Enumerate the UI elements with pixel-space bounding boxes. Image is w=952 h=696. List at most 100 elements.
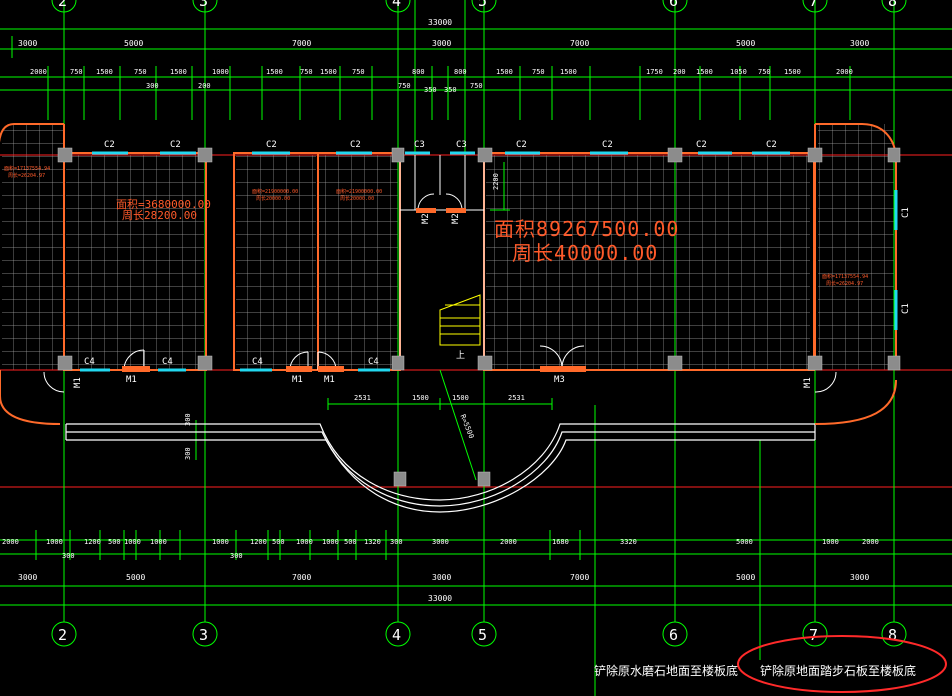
big-perimeter: 周长40000.00	[512, 241, 658, 265]
dim-top-r3-3: 750	[134, 68, 147, 76]
columns	[57, 147, 901, 487]
dim-bot-r1-9: 1000	[296, 538, 313, 546]
dim-bot-r1-19: 1000	[822, 538, 839, 546]
label-m2-b: M2	[451, 213, 461, 224]
dim-bot-r2-6: 3000	[850, 573, 869, 582]
label-c1-b: C1	[901, 303, 911, 314]
big-area: 面积89267500.00	[494, 217, 679, 241]
axis-bubbles-top	[51, 0, 907, 13]
dim-top-r2-0: 3000	[18, 39, 37, 48]
dim-bot-r1-11: 500	[344, 538, 357, 546]
axis-top-3: 3	[199, 0, 208, 10]
dim-top-r3-21: 2000	[836, 68, 853, 76]
label-m1-right: M1	[803, 377, 813, 388]
axis-top-6: 6	[669, 0, 678, 10]
room3-perimeter: 周长20000.00	[340, 195, 374, 202]
dim-bot-r1-8: 500	[272, 538, 285, 546]
dim-top-r2-3: 3000	[432, 39, 451, 48]
dim-top-r3-16: 200	[673, 68, 686, 76]
dim-bot-r2-0: 3000	[18, 573, 37, 582]
dim-top-r4-4: 350	[444, 86, 457, 94]
label-m2-a: M2	[421, 213, 431, 224]
dim-top-r3-15: 1750	[646, 68, 663, 76]
axis-top-4: 4	[392, 0, 401, 10]
dim-bot-r2-2: 7000	[292, 573, 311, 582]
room-big	[486, 155, 810, 370]
dim-top-r3-1: 750	[70, 68, 83, 76]
dim-top-r3-9: 750	[352, 68, 365, 76]
dim-top-r4-0: 300	[146, 82, 159, 90]
axis-top-7: 7	[809, 0, 818, 10]
dim-top-r3-12: 1500	[496, 68, 513, 76]
label-c2-d: C2	[350, 140, 361, 150]
dim-top-side: 2200	[492, 173, 500, 190]
dim-bot-r1-5: 1000	[150, 538, 167, 546]
dim-bot-r1-10: 1000	[322, 538, 339, 546]
dim-bot-r1-15: 2000	[500, 538, 517, 546]
room-2	[236, 155, 316, 370]
axis-bottom-4: 4	[392, 626, 401, 644]
dim-bot-r2-4: 7000	[570, 573, 589, 582]
dim-top-r3-10: 800	[412, 68, 425, 76]
windows	[80, 151, 898, 372]
label-m3: M3	[554, 375, 565, 385]
dim-bot-r2-5: 5000	[736, 573, 755, 582]
dim-top-r3-20: 1500	[784, 68, 801, 76]
dim-top-r4-1: 200	[198, 82, 211, 90]
dim-bot-r1-18: 5000	[736, 538, 753, 546]
dim-mid-0: 2531	[354, 394, 371, 402]
dimension-lines-top	[0, 28, 952, 211]
right-perimeter: 周长=26204.97	[826, 280, 863, 287]
room-right-end	[818, 124, 894, 370]
axis-bottom-7: 7	[809, 626, 818, 644]
stair-up-mark: 上	[456, 350, 465, 361]
dim-top-r3-6: 1500	[266, 68, 283, 76]
dimension-ticks-bottom	[35, 530, 581, 560]
window-labels: C2 C2 C2 C2 C3 C3 C2 C2 C2 C2 C4 C4 C4 C…	[84, 140, 911, 367]
dim-text-top: 33000 3000 5000 7000 3000 7000 5000 3000…	[18, 18, 869, 190]
dim-top-r3-14: 1500	[560, 68, 577, 76]
dimension-lines-bottom	[0, 405, 952, 696]
dim-bot-r1b-1: 300	[230, 552, 243, 560]
axis-labels-bottom: 2 3 4 5 6 7 8	[58, 626, 897, 644]
area-labels: 面积89267500.00 周长40000.00 面积=3680000.00 周…	[4, 165, 868, 287]
dim-bot-r1-17: 3320	[620, 538, 637, 546]
label-c3-a: C3	[414, 140, 425, 150]
label-c2-g: C2	[696, 140, 707, 150]
entrance-steps	[65, 423, 816, 513]
label-m1-b: M1	[292, 375, 303, 385]
axis-labels-top: 2 3 4 5 6 7 8	[58, 0, 897, 10]
door-frames	[122, 208, 586, 372]
dim-top-r2-5: 5000	[736, 39, 755, 48]
label-m1-left: M1	[73, 377, 83, 388]
dim-top-r3-8: 1500	[320, 68, 337, 76]
dim-top-r3-13: 750	[532, 68, 545, 76]
corridor-walls	[399, 153, 485, 370]
dim-bot-r1-7: 1200	[250, 538, 267, 546]
dim-top-r4-5: 750	[470, 82, 483, 90]
room1-perimeter: 周长28200.00	[122, 209, 197, 222]
dim-bot-r1-12: 1320	[364, 538, 381, 546]
room2-area: 面积=21900000.00	[252, 188, 298, 195]
dim-vert-0: 300	[184, 413, 192, 426]
dim-top-r4-2: 750	[398, 82, 411, 90]
stair	[439, 294, 481, 346]
dim-bot-r1-4: 1000	[124, 538, 141, 546]
label-c2-f: C2	[602, 140, 613, 150]
dim-bot-r1-2: 1200	[84, 538, 101, 546]
dim-top-r2-4: 7000	[570, 39, 589, 48]
dim-top-r3-2: 1500	[96, 68, 113, 76]
axis-bottom-3: 3	[199, 626, 208, 644]
room-left-end	[2, 124, 64, 370]
label-c2-a: C2	[104, 140, 115, 150]
dim-bot-r1-6: 1000	[212, 538, 229, 546]
dim-top-r3-19: 750	[758, 68, 771, 76]
dim-bot-r1-3: 500	[108, 538, 121, 546]
label-c2-b: C2	[170, 140, 181, 150]
dim-top-total: 33000	[428, 18, 452, 27]
dim-bot-r1-0: 2000	[2, 538, 19, 546]
dim-bot-total: 33000	[428, 594, 452, 603]
axis-top-5: 5	[478, 0, 487, 10]
axis-top-8: 8	[888, 0, 897, 10]
